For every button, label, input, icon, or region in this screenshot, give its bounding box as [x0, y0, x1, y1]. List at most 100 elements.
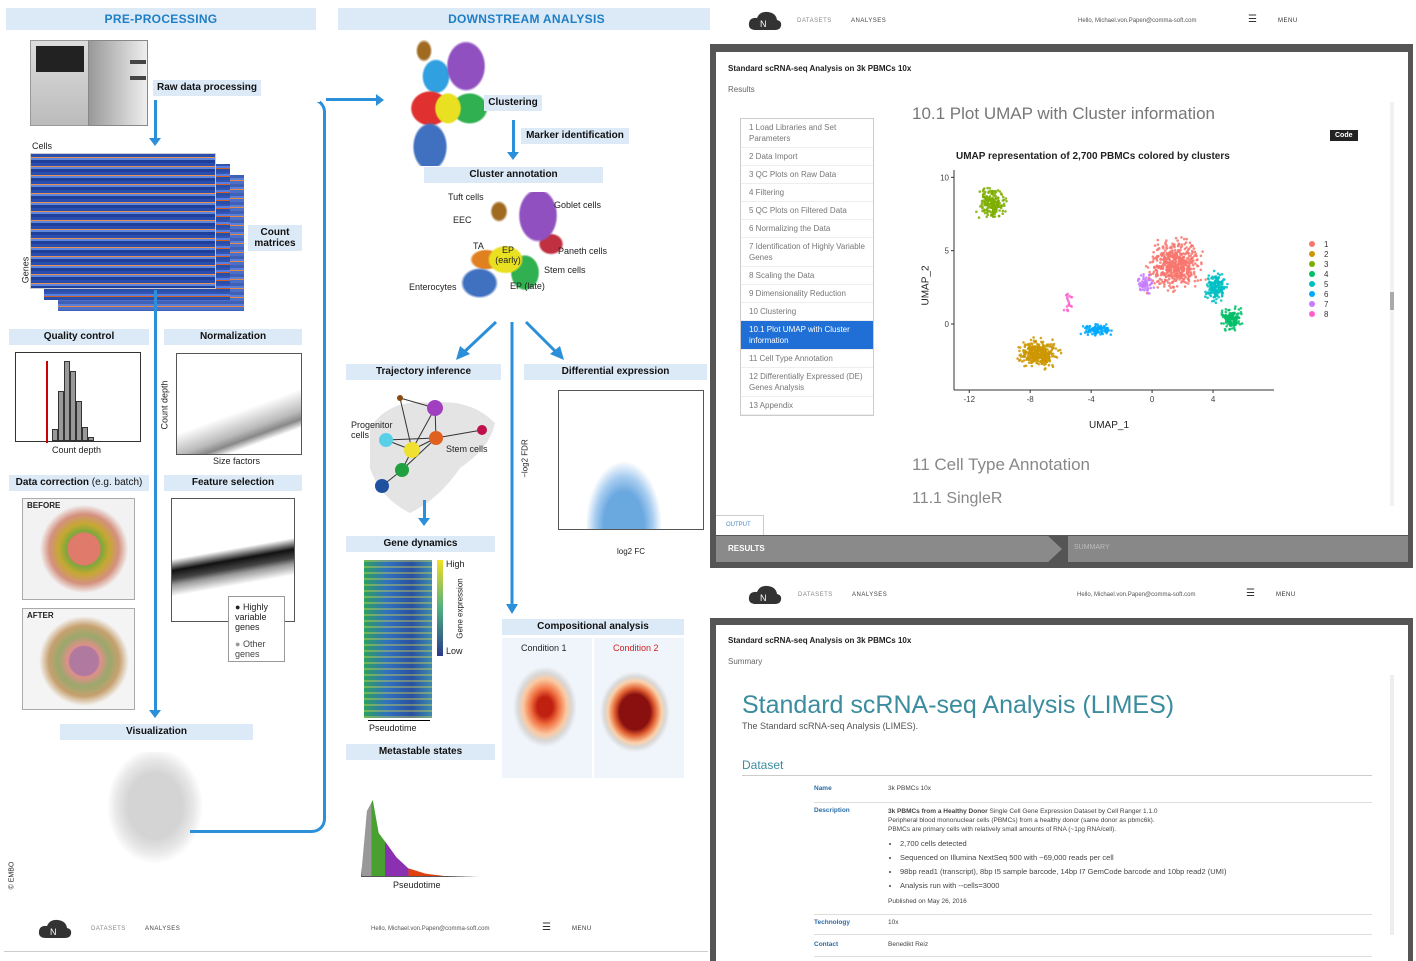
output-tab[interactable]: OUTPUT: [716, 515, 764, 535]
umap-point-cluster-1: [1162, 285, 1166, 288]
umap-point-cluster-5: [1217, 295, 1220, 299]
toc-item[interactable]: 1 Load Libraries and Set Parameters: [741, 119, 873, 148]
fc-label: log2 FC: [617, 547, 646, 556]
umap-point-cluster-4: [1233, 307, 1237, 311]
toc-item[interactable]: 12 Differentially Expressed (DE) Genes A…: [741, 368, 873, 397]
menu-button-bottom[interactable]: MENU: [572, 926, 592, 932]
contact-value: Benedikt Reiz: [888, 941, 929, 948]
umap-point-cluster-1: [1174, 273, 1178, 277]
legend-label-7: 7: [1324, 300, 1329, 309]
downstream-header: DOWNSTREAM ANALYSIS: [338, 8, 715, 30]
nav-analyses-bottom[interactable]: ANALYSES: [145, 926, 181, 932]
cloud-logo-icon[interactable]: N: [748, 10, 782, 32]
legend-label-4: 4: [1324, 270, 1329, 279]
scrollbar-summary[interactable]: [1390, 675, 1394, 935]
tab-results[interactable]: RESULTS: [716, 536, 1062, 562]
toc-item[interactable]: 10.1 Plot UMAP with Cluster information: [741, 321, 873, 350]
umap-point-cluster-2: [1054, 347, 1058, 350]
nav-datasets-summary[interactable]: DATASETS: [798, 592, 833, 598]
umap-point-cluster-6: [1101, 326, 1104, 330]
toc-item[interactable]: 2 Data Import: [741, 148, 873, 166]
count-depth-label: Count depth: [52, 445, 102, 455]
umap-point-cluster-4: [1224, 310, 1228, 314]
umap-point-cluster-2: [1031, 345, 1034, 348]
menu-icon-summary[interactable]: ☰: [1246, 588, 1256, 599]
cloud-logo-icon[interactable]: N: [748, 584, 782, 606]
scrollbar-results[interactable]: [1390, 102, 1394, 506]
code-button[interactable]: Code: [1330, 130, 1358, 141]
marker-label: Marker identification: [521, 128, 629, 144]
umap-point-cluster-4: [1231, 327, 1234, 330]
tab-summary[interactable]: SUMMARY: [1068, 536, 1408, 562]
ta-label: TA: [473, 241, 484, 251]
umap-point-cluster-3: [996, 203, 999, 207]
description-bullet: Analysis run with --cells=3000: [900, 879, 1368, 893]
umap-point-cluster-1: [1174, 267, 1177, 270]
toc-item[interactable]: 7 Identification of Highly Variable Gene…: [741, 238, 873, 267]
umap-point-cluster-1: [1157, 265, 1161, 268]
y-tick-label: 5: [945, 247, 950, 256]
umap-point-cluster-3: [1004, 210, 1007, 213]
stem-label: Stem cells: [544, 265, 586, 275]
toc-item[interactable]: 5 QC Plots on Filtered Data: [741, 202, 873, 220]
umap-point-cluster-6: [1084, 329, 1088, 333]
umap-point-cluster-2: [1050, 343, 1053, 346]
condition2-label: Condition 2: [613, 643, 659, 653]
umap-point-cluster-4: [1232, 319, 1236, 322]
diffexp-label: Differential expression: [524, 364, 707, 380]
umap-point-cluster-1: [1168, 284, 1171, 288]
toc-item[interactable]: 6 Normalizing the Data: [741, 220, 873, 238]
umap-point-cluster-2: [1024, 364, 1028, 368]
umap-point-cluster-3: [989, 205, 993, 208]
umap-point-cluster-1: [1162, 247, 1165, 250]
umap-point-cluster-7: [1139, 274, 1143, 277]
description-bullet: Sequenced on Illumina NextSeq 500 with ~…: [900, 851, 1368, 865]
toc-item[interactable]: 10 Clustering: [741, 303, 873, 321]
umap-point-cluster-7: [1142, 273, 1145, 276]
umap-point-cluster-1: [1188, 266, 1191, 270]
umap-point-cluster-2: [1022, 341, 1025, 344]
name-key: Name: [814, 785, 832, 792]
umap-point-cluster-5: [1220, 292, 1224, 295]
umap-point-cluster-1: [1178, 250, 1181, 254]
umap-point-cluster-4: [1227, 308, 1230, 312]
toc-item[interactable]: 13 Appendix: [741, 397, 873, 415]
umap-point-cluster-3: [991, 197, 994, 200]
nav-datasets[interactable]: DATASETS: [797, 18, 832, 24]
umap-point-cluster-2: [1047, 355, 1050, 359]
umap-point-cluster-1: [1191, 256, 1195, 259]
umap-point-cluster-1: [1172, 255, 1176, 258]
toc-item[interactable]: 9 Dimensionality Reduction: [741, 285, 873, 303]
umap-point-cluster-5: [1213, 292, 1217, 296]
toc-item[interactable]: 4 Filtering: [741, 184, 873, 202]
umap-point-cluster-2: [1043, 363, 1046, 367]
umap-point-cluster-1: [1171, 265, 1174, 269]
menu-icon-bottom[interactable]: ☰: [542, 922, 552, 933]
umap-point-cluster-5: [1220, 273, 1224, 276]
cloud-logo-icon[interactable]: N: [38, 918, 72, 940]
nav-datasets-bottom[interactable]: DATASETS: [91, 926, 126, 932]
results-breadcrumb: Results: [728, 85, 755, 94]
menu-button[interactable]: MENU: [1278, 18, 1298, 24]
umap-point-cluster-1: [1178, 259, 1181, 263]
umap-point-cluster-1: [1194, 275, 1197, 279]
umap-point-cluster-2: [1021, 355, 1025, 358]
raw-data-label: Raw data processing: [153, 80, 261, 96]
toc-item[interactable]: 11 Cell Type Annotation: [741, 350, 873, 368]
nav-analyses-summary[interactable]: ANALYSES: [852, 592, 888, 598]
toc-item[interactable]: 3 QC Plots on Raw Data: [741, 166, 873, 184]
umap-point-cluster-2: [1029, 342, 1032, 345]
toc-item[interactable]: 8 Scaling the Data: [741, 267, 873, 285]
arrow-connector: [190, 98, 326, 833]
nav-analyses[interactable]: ANALYSES: [851, 18, 887, 24]
umap-point-cluster-1: [1193, 250, 1197, 254]
stem-cells-traj-label: Stem cells: [446, 444, 488, 454]
umap-point-cluster-1: [1173, 248, 1177, 252]
menu-button-summary[interactable]: MENU: [1276, 592, 1296, 598]
umap-point-cluster-7: [1138, 281, 1142, 285]
enterocytes-label: Enterocytes: [409, 282, 457, 292]
menu-icon[interactable]: ☰: [1248, 14, 1258, 25]
umap-point-cluster-5: [1212, 269, 1216, 273]
umap-point-cluster-1: [1188, 274, 1191, 278]
umap-point-cluster-3: [1001, 195, 1005, 199]
